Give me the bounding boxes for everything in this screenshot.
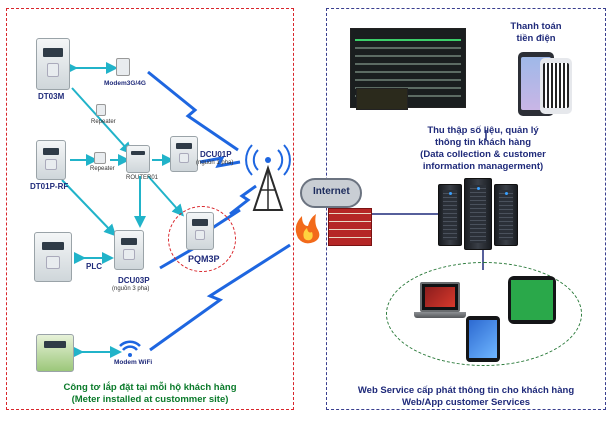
server-rack-center bbox=[464, 178, 492, 250]
modem-3g-device bbox=[116, 58, 130, 76]
data-collection-line3: (Data collection & customer bbox=[420, 149, 546, 160]
payment-title-line1: Thanh toán bbox=[510, 21, 562, 32]
meter-dt01p-rf bbox=[36, 140, 66, 180]
laptop-base bbox=[414, 312, 466, 318]
client-devices-ring bbox=[386, 262, 582, 366]
pqm3p-device bbox=[186, 212, 214, 250]
dcu03p-sub-label: (nguồn 3 pha) bbox=[112, 286, 150, 292]
meter-wifi bbox=[36, 334, 74, 372]
dashboard-chart-thumbnail bbox=[356, 88, 408, 110]
dcu01p-label: DCU01P bbox=[200, 150, 232, 159]
router01-label: ROUTER01 bbox=[126, 175, 159, 181]
dcu03p-device bbox=[114, 230, 144, 270]
customer-site-caption-vi: Công tơ lắp đặt tại mỗi hộ khách hàng bbox=[63, 382, 237, 393]
monitoring-dashboard bbox=[350, 28, 466, 108]
web-services-panel bbox=[326, 8, 606, 410]
dcu01p-device bbox=[170, 136, 198, 172]
router01-device bbox=[126, 145, 150, 173]
customer-site-panel bbox=[6, 8, 294, 410]
repeater-top-device bbox=[96, 104, 106, 116]
dcu03p-label: DCU03P bbox=[118, 276, 150, 285]
laptop-icon bbox=[420, 282, 460, 312]
modem-wifi-label: Modem WiFi bbox=[114, 359, 153, 366]
meter-plc bbox=[34, 232, 72, 282]
server-rack-right bbox=[494, 184, 518, 246]
customer-site-caption-en: (Meter installed at custommer site) bbox=[71, 394, 229, 405]
tablet-icon bbox=[466, 316, 500, 362]
pqm3p-label: PQM3P bbox=[188, 254, 220, 264]
meter-dt03m bbox=[36, 38, 70, 90]
handheld-terminal-icon bbox=[508, 276, 556, 324]
dt01p-rf-label: DT01P-RF bbox=[30, 182, 69, 191]
payment-qr-card bbox=[540, 58, 572, 114]
dcu01p-sub-label: (nguồn 1 pha) bbox=[196, 160, 234, 166]
server-rack-left bbox=[438, 184, 462, 246]
dt03m-label: DT03M bbox=[38, 92, 65, 101]
internet-cloud-icon bbox=[300, 178, 362, 208]
payment-title-line2: tiền điện bbox=[516, 33, 556, 44]
data-collection-line2: thông tin khách hàng bbox=[434, 137, 532, 148]
modem3g-label: Modem3G/4G bbox=[104, 80, 146, 87]
fire-icon bbox=[295, 214, 320, 244]
repeater-mid-label: Repeater bbox=[90, 166, 115, 172]
web-service-caption-line1: Web Service cấp phát thông tin cho khách… bbox=[357, 385, 575, 396]
pqm3p-highlight-ring bbox=[168, 206, 236, 272]
data-collection-line1: Thu thập số liệu, quản lý bbox=[427, 125, 539, 136]
firewall-icon bbox=[328, 208, 372, 246]
repeater-top-label: Repeater bbox=[91, 119, 116, 125]
web-service-caption-line2: Web/App customer Services bbox=[401, 397, 531, 408]
repeater-mid-device bbox=[94, 152, 106, 164]
plc-label: PLC bbox=[86, 262, 102, 271]
internet-label: Internet bbox=[313, 186, 350, 197]
data-collection-line4: information managerment) bbox=[422, 161, 544, 172]
